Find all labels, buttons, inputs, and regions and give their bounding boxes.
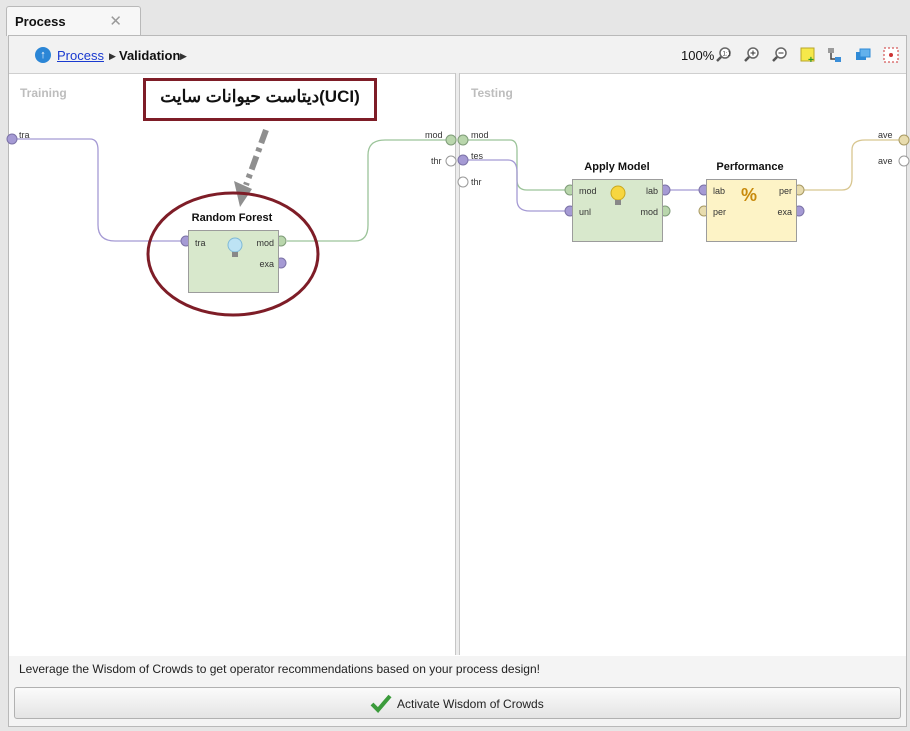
wire-test-mod [466, 139, 566, 191]
svg-text:1:1: 1:1 [723, 52, 732, 58]
port-training-mod [445, 134, 457, 146]
percent-icon: % [741, 185, 758, 205]
port-label: mod [579, 186, 597, 196]
wire-tra [15, 138, 183, 242]
toolbar: ↑ Process ▶ Validation ▶ 100% 1:1 + [9, 36, 906, 73]
wire-mod [287, 139, 447, 242]
breadcrumb-current: Validation [119, 48, 181, 63]
port-testing-mod [457, 134, 469, 146]
lightbulb-icon [227, 237, 243, 257]
port-label: per [778, 186, 792, 196]
port-label: exa [777, 207, 792, 217]
port-label: per [713, 207, 727, 217]
performance-title: Performance [716, 161, 784, 173]
auto-wire-icon[interactable] [826, 46, 844, 64]
zoom-in-icon[interactable] [743, 46, 761, 64]
add-note-icon[interactable]: + [799, 46, 817, 64]
port-label: mod [256, 238, 274, 248]
apply-model-operator[interactable]: mod unl lab mod [572, 179, 663, 242]
training-panel-title: Training [20, 86, 67, 100]
apply-model-title: Apply Model [584, 161, 650, 173]
svg-text:+: + [808, 55, 814, 64]
port-training-tra [6, 133, 18, 145]
arrange-icon[interactable] [854, 46, 872, 64]
random-forest-title: Random Forest [191, 212, 273, 224]
port-testing-ave2 [898, 155, 910, 167]
random-forest-operator[interactable]: tra mod exa [188, 230, 279, 293]
port-label: unl [579, 207, 592, 217]
process-tab[interactable]: Process ✕ [6, 6, 141, 36]
port-label: tra [195, 238, 206, 248]
checkmark-icon [370, 694, 392, 713]
up-arrow-icon[interactable]: ↑ [35, 47, 51, 63]
highlight-ellipse [146, 191, 320, 317]
performance-operator[interactable]: lab per per exa % [706, 179, 797, 242]
port-label: thr [431, 156, 442, 166]
activate-wisdom-button[interactable]: Activate Wisdom of Crowds [14, 687, 901, 719]
zoom-level: 100% [681, 48, 715, 63]
port-label: exa [259, 259, 274, 269]
port-label: lab [645, 186, 658, 196]
close-icon[interactable]: ✕ [109, 13, 122, 30]
port-label: mod [640, 207, 658, 217]
annotation-note[interactable]: دیتاست حیوانات سایت(UCI) [143, 78, 377, 121]
panel-divider[interactable] [455, 73, 460, 655]
tab-title: Process [15, 14, 66, 29]
port-training-thr [445, 155, 457, 167]
port-label: ave [878, 156, 893, 166]
breadcrumb-separator-icon: ▶ [109, 51, 116, 61]
port-label: mod [425, 130, 443, 140]
port-label: tes [471, 151, 484, 161]
port-testing-ave1 [898, 134, 910, 146]
testing-panel-title: Testing [471, 86, 513, 100]
lightbulb-icon [610, 185, 626, 205]
port-label: tra [19, 130, 30, 140]
breadcrumb-process-link[interactable]: Process [57, 48, 104, 63]
zoom-fit-icon[interactable]: 1:1 [715, 46, 733, 64]
zoom-out-icon[interactable] [771, 46, 789, 64]
wisdom-message: Leverage the Wisdom of Crowds to get ope… [19, 662, 540, 676]
port-label: ave [878, 130, 893, 140]
port-label: thr [471, 177, 482, 187]
port-label: mod [471, 130, 489, 140]
wire-test-tes [466, 159, 566, 212]
port-testing-thr [457, 176, 469, 188]
wire-per [804, 139, 899, 191]
port-testing-tes [457, 154, 469, 166]
breadcrumb-separator-icon[interactable]: ▶ [180, 51, 187, 61]
port-label: lab [713, 186, 726, 196]
select-icon[interactable] [882, 46, 900, 64]
activate-wisdom-label: Activate Wisdom of Crowds [397, 697, 544, 711]
annotation-text: دیتاست حیوانات سایت(UCI) [160, 87, 360, 106]
annotation-arrow [243, 128, 269, 187]
